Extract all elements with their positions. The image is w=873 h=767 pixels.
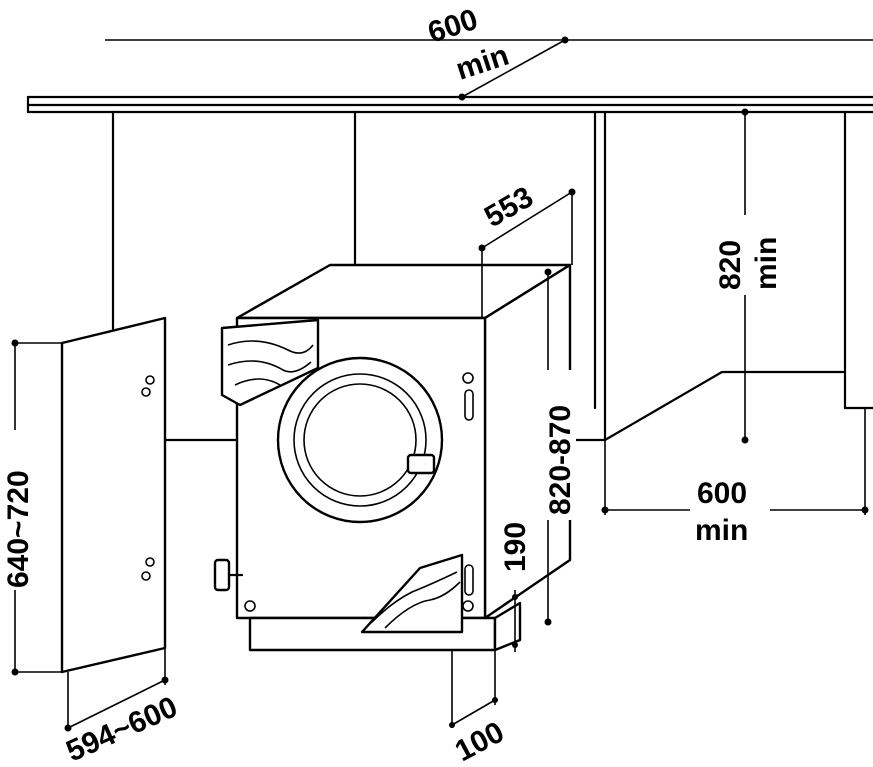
worktop [26, 95, 873, 114]
recess-width-value: 600 [697, 477, 747, 510]
cabinet-height-dimension: 820 min [712, 108, 783, 444]
counter-width-value: 600 [424, 3, 482, 50]
plinth-depth-value: 100 [450, 716, 510, 767]
door-height-dimension: 640~720 [0, 339, 62, 676]
recess-width-qualifier: min [695, 514, 748, 547]
plinth-depth-dimension: 100 [449, 650, 509, 767]
door-height-value: 640~720 [2, 470, 35, 588]
cabinet-height-value: 820 [714, 240, 747, 290]
recess-width-dimension: 600 min [601, 408, 869, 547]
door-panel [60, 316, 167, 674]
machine-height-dimension: 820-870 [540, 268, 577, 626]
counter-width-qualifier: min [452, 39, 513, 87]
cabinet-height-qualifier: min [750, 237, 783, 290]
washing-machine [213, 263, 572, 652]
machine-height-value: 820-870 [544, 405, 577, 515]
counter-width-dimension: 600 min [105, 3, 873, 101]
plinth-height-value: 190 [499, 522, 532, 572]
depth-value: 553 [479, 180, 539, 234]
plinth-height-dimension: 190 [499, 522, 532, 652]
